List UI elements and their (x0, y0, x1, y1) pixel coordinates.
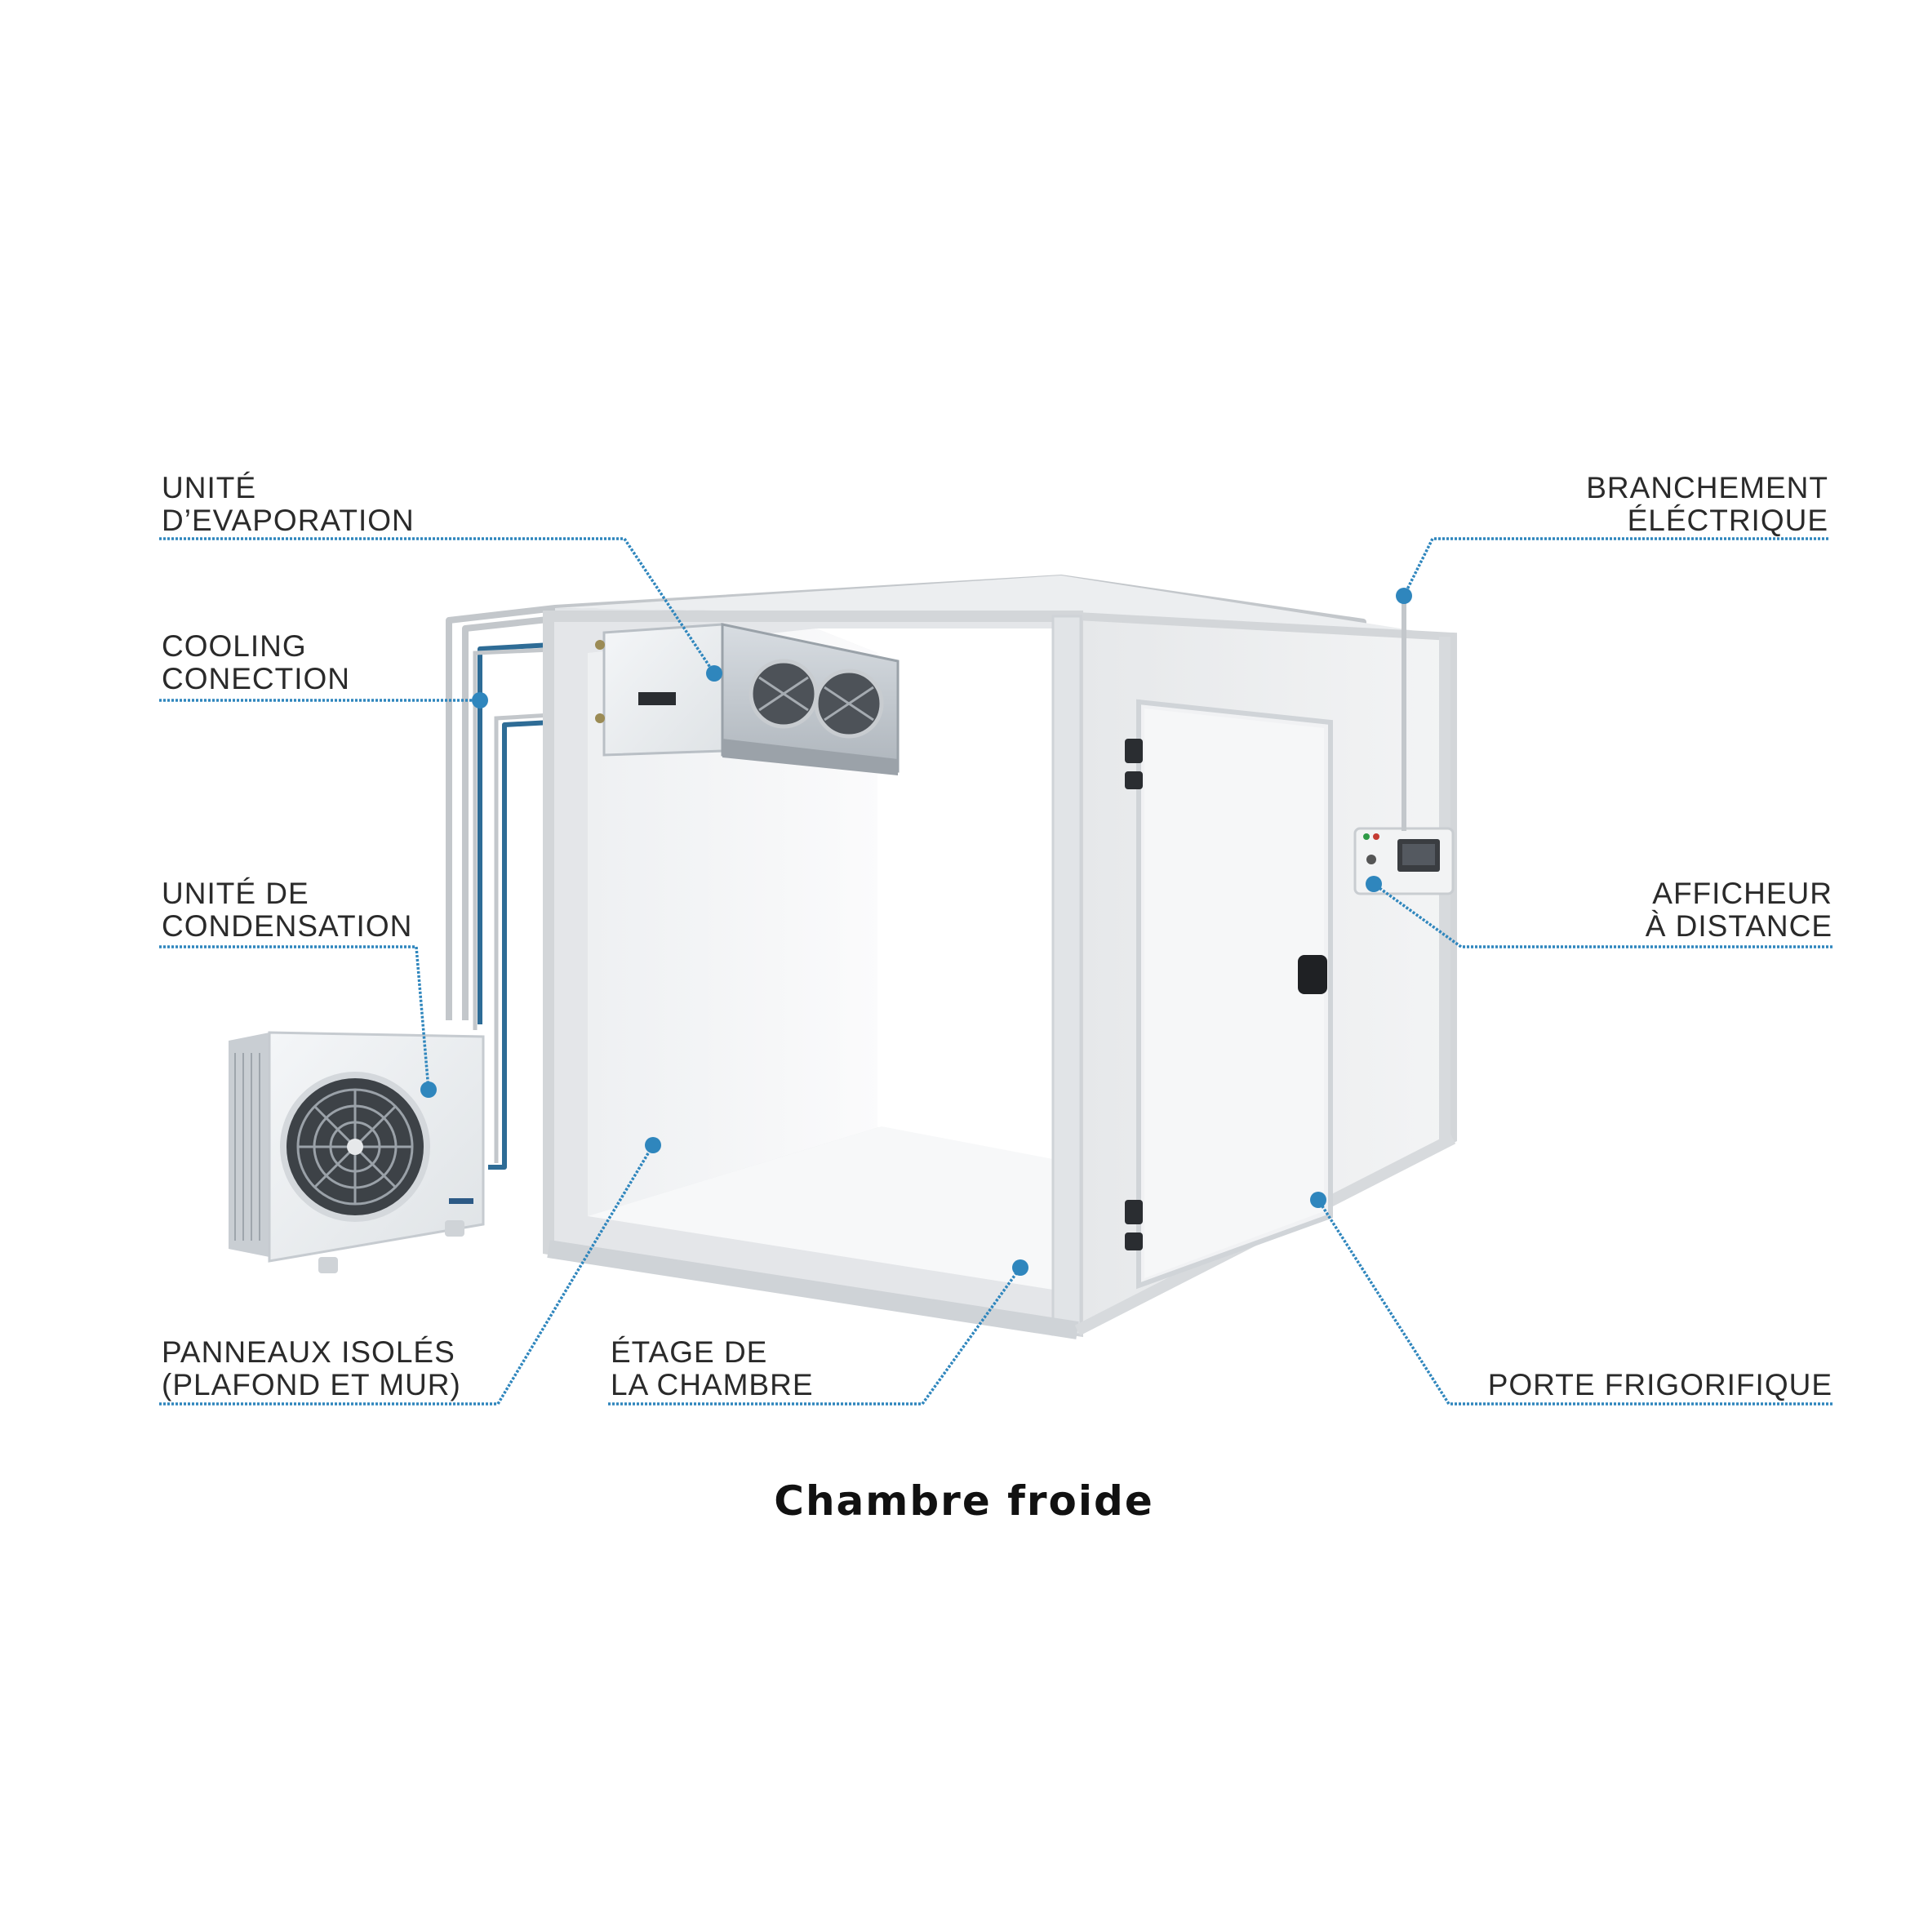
label-line: (PLAFOND ET MUR) (162, 1368, 461, 1401)
diagram-title: Chambre froide (774, 1477, 1154, 1525)
label-room-floor: ÉTAGE DE LA CHAMBRE (611, 1336, 814, 1401)
cold-room (543, 575, 1457, 1339)
label-remote-display: AFFICHEUR À DISTANCE (1646, 877, 1832, 943)
condenser-fan-icon (280, 1072, 430, 1222)
label-insulated-panels: PANNEAUX ISOLÉS (PLAFOND ET MUR) (162, 1336, 461, 1401)
label-line: À DISTANCE (1645, 909, 1832, 943)
label-cooling-connection: COOLING CONECTION (162, 630, 350, 695)
label-line: UNITÉ DE (162, 877, 309, 910)
label-line: ÉLÉCTRIQUE (1627, 504, 1828, 537)
label-line: COOLING (162, 629, 307, 663)
label-condensing-unit: UNITÉ DE CONDENSATION (162, 877, 412, 943)
door-handle-icon (1298, 955, 1327, 994)
label-evaporation-unit: UNITÉ D’EVAPORATION (162, 472, 415, 537)
label-line: CONDENSATION (162, 909, 413, 943)
evaporator-unit (595, 623, 900, 775)
label-line: PANNEAUX ISOLÉS (162, 1335, 455, 1369)
label-line: BRANCHEMENT (1586, 471, 1828, 504)
label-electrical-connection: BRANCHEMENT ÉLÉCTRIQUE (1586, 472, 1828, 537)
label-line: D’EVAPORATION (162, 504, 415, 537)
cooling-lines (478, 642, 552, 1170)
label-line: ÉTAGE DE (611, 1335, 768, 1369)
label-line: CONECTION (162, 662, 350, 695)
condensing-unit (229, 1031, 485, 1273)
label-line: UNITÉ (162, 471, 256, 504)
display-icon (1353, 596, 1455, 895)
label-cold-door: PORTE FRIGORIFIQUE (1488, 1369, 1832, 1401)
label-line: PORTE FRIGORIFIQUE (1487, 1368, 1832, 1401)
leader-dots (420, 588, 1412, 1276)
leader-lines (159, 537, 1832, 1406)
label-line: LA CHAMBRE (611, 1368, 814, 1401)
label-line: AFFICHEUR (1652, 877, 1832, 910)
evaporator-fan-icon (749, 659, 884, 739)
